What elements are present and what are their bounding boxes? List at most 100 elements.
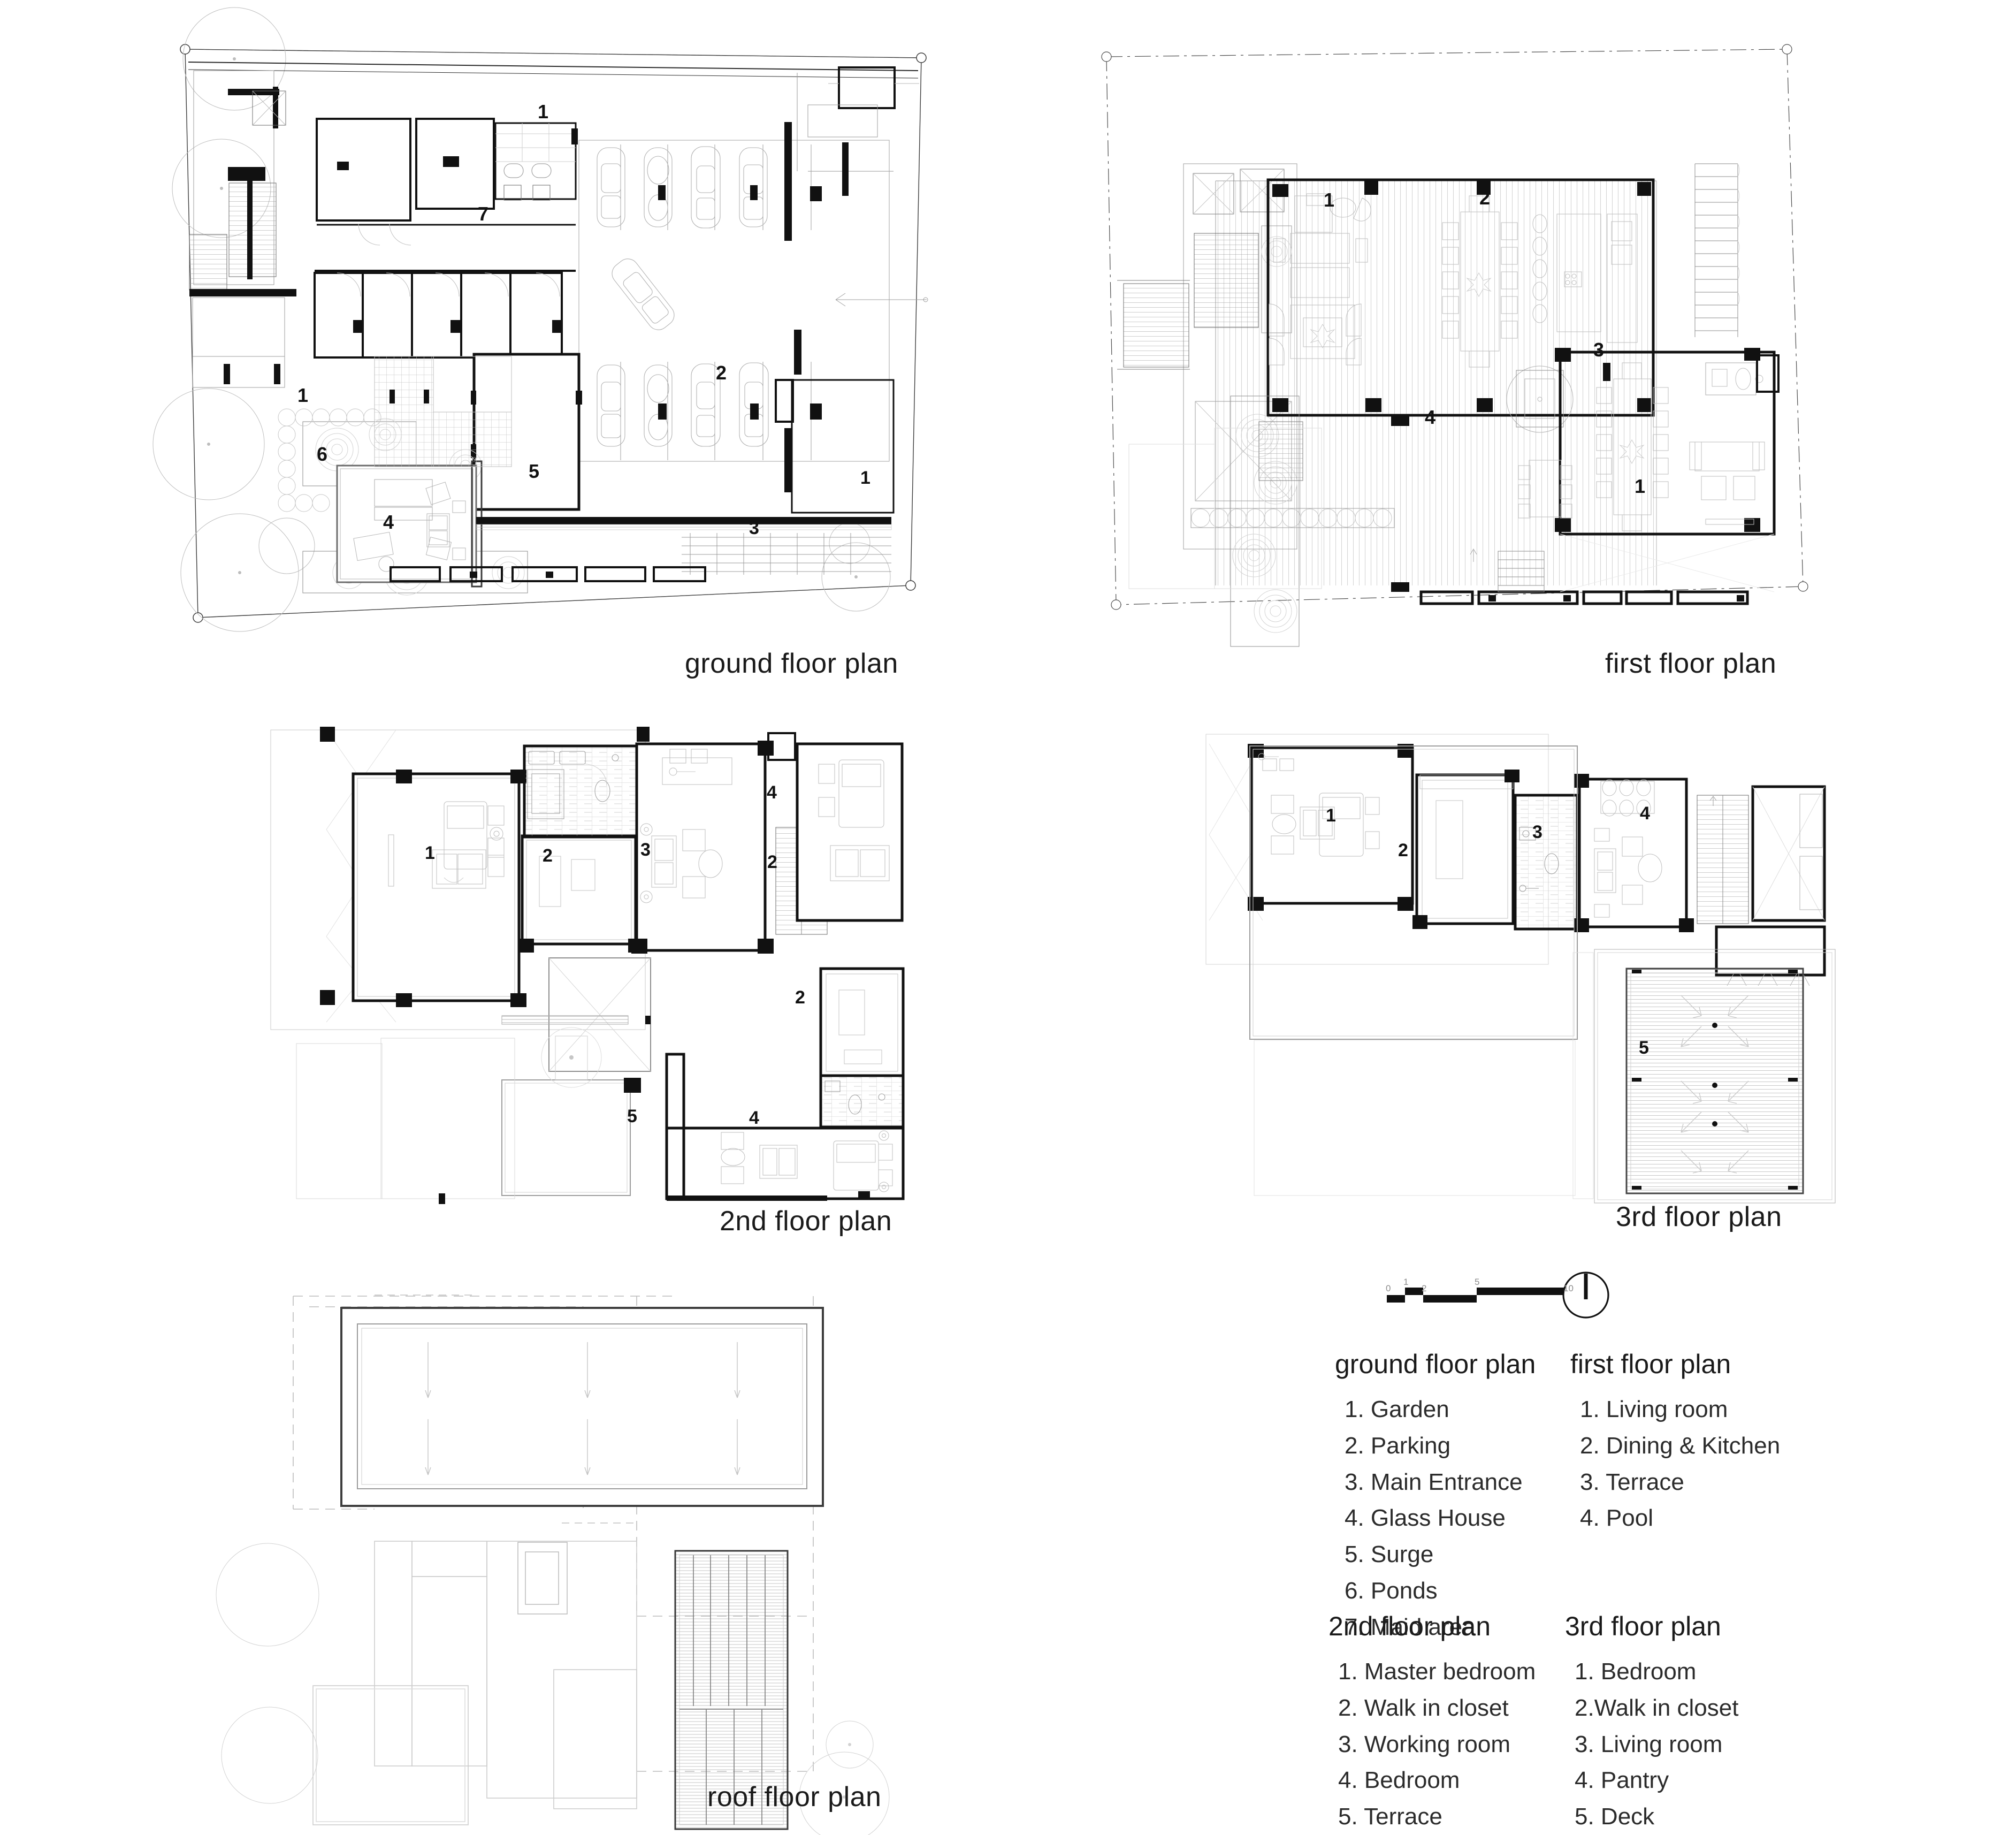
ff-bottom-beams <box>1419 590 1749 605</box>
site-boundary <box>180 44 927 623</box>
tf-right-lower-block <box>1715 925 1826 986</box>
room-number: 4 <box>383 511 394 533</box>
caption-first-floor: first floor plan <box>1605 648 1777 679</box>
room-number: 1 <box>1326 805 1336 826</box>
sf-bedroom-lower-right <box>665 1053 905 1200</box>
scale-tick-label: 2 <box>1422 1283 1427 1293</box>
tf-living-pantry <box>1574 774 1694 932</box>
legend-item: 4. Pool <box>1580 1505 1653 1532</box>
room-number: 1 <box>1635 475 1646 497</box>
legend-item: 2. Walk in closet <box>1338 1694 1509 1721</box>
sf-bathroom-right <box>819 1074 905 1129</box>
ff-terrace-fixture <box>1506 366 1574 433</box>
legend-item: 3. Working room <box>1338 1731 1510 1757</box>
rf-skylight <box>517 1542 568 1615</box>
ff-pool <box>1230 395 1409 647</box>
legend-item: 6. Ponds <box>1345 1577 1438 1604</box>
legend-list-first: 1. Living room 2. Dining & Kitchen 3. Te… <box>1570 1391 1780 1536</box>
legend-item: 5. Surge <box>1345 1541 1434 1567</box>
ff-ghost-below <box>1128 428 1775 592</box>
sf-bathroom <box>523 744 640 839</box>
room-number: 4 <box>749 1108 759 1128</box>
sf-working-room <box>631 741 774 954</box>
tf-bedroom <box>1248 744 1414 911</box>
sf-void-lightwell <box>548 957 651 1072</box>
gf-service-wing <box>189 70 296 388</box>
room-number: 7 <box>478 203 489 225</box>
legend-item: 7. Maid area <box>1345 1613 1476 1640</box>
tf-walkin-closet <box>1412 770 1519 929</box>
ff-planter-strip <box>1190 508 1395 528</box>
room-number: 2 <box>767 852 777 872</box>
legend-item: 3. Terrace <box>1580 1468 1684 1495</box>
tf-right-block <box>1751 785 1826 922</box>
room-number: 3 <box>749 518 759 538</box>
legend-list-second: 1. Master bedroom 2. Walk in closet 3. W… <box>1328 1654 1536 1835</box>
room-number: 5 <box>627 1106 637 1126</box>
legend-item: 1. Living room <box>1580 1396 1728 1422</box>
sf-walkin-closet <box>518 834 644 953</box>
legend-title: 2nd floor plan <box>1328 1611 1491 1641</box>
legend-item: 5. Deck <box>1575 1803 1655 1830</box>
ff-service-core <box>1117 163 1297 550</box>
legend-title: ground floor plan <box>1335 1349 1536 1379</box>
ff-terrace-stair <box>1694 163 1740 337</box>
ff-outdoor-dining <box>1518 460 1572 519</box>
room-number: 2 <box>716 362 727 384</box>
room-number: 4 <box>1425 406 1436 428</box>
legend-item: 1. Garden <box>1345 1396 1449 1422</box>
sf-terrace <box>501 1078 641 1196</box>
room-number: 3 <box>640 840 651 860</box>
room-number: 4 <box>767 782 777 803</box>
legend-title: first floor plan <box>1570 1349 1731 1379</box>
room-number: 2 <box>795 987 805 1008</box>
plan-second-floor <box>262 722 936 1204</box>
legend-item: 2. Dining & Kitchen <box>1580 1432 1781 1459</box>
scale-tick-label: 0 <box>1386 1283 1391 1293</box>
sf-closet-right <box>819 967 905 1077</box>
room-number: 3 <box>1532 822 1542 842</box>
rf-lower-roofs <box>312 1541 637 1825</box>
plan-roof-floor <box>216 1274 920 1835</box>
sf-ghost-below <box>296 1027 602 1199</box>
legend-column-second: 2nd floor plan 1. Master bedroom 2. Walk… <box>1328 1611 1536 1835</box>
gf-right-garden <box>775 66 919 514</box>
ff-lower-pavilion <box>1555 348 1780 536</box>
room-number: 5 <box>1639 1038 1649 1058</box>
tf-bathroom <box>1514 794 1579 931</box>
tf-slab-edges <box>1249 745 1578 1040</box>
gf-parking <box>578 140 928 462</box>
scale-bar-bars <box>1387 1288 1566 1303</box>
sf-master-bedroom <box>352 770 526 1007</box>
tree-symbols <box>152 7 891 632</box>
gf-maid-area <box>314 118 578 359</box>
caption-third-floor: 3rd floor plan <box>1616 1201 1782 1232</box>
room-number: 1 <box>538 101 549 123</box>
scale-tick-label: 1 <box>1403 1277 1409 1287</box>
north-arrow <box>1562 1271 1609 1319</box>
legend-item: 1. Master bedroom <box>1338 1658 1536 1685</box>
ff-site-boundary <box>1101 44 1808 610</box>
room-number: 1 <box>297 384 309 406</box>
legend-item: 2.Walk in closet <box>1575 1694 1739 1721</box>
rf-deck-panel <box>674 1550 789 1830</box>
gf-main-entrance <box>390 517 892 582</box>
plan-first-floor <box>1091 37 1851 648</box>
room-number: 1 <box>1324 189 1335 211</box>
legend-item: 4. Glass House <box>1345 1505 1506 1532</box>
rf-tree-symbols <box>216 1543 890 1835</box>
caption-second-floor: 2nd floor plan <box>720 1206 892 1237</box>
legend-title: 3rd floor plan <box>1565 1611 1721 1641</box>
legend-item: 1. Bedroom <box>1575 1658 1697 1685</box>
sf-bedroom-upper-right <box>796 742 904 922</box>
scale-tick-label: 10 <box>1563 1283 1574 1293</box>
tf-stair <box>1697 795 1749 924</box>
room-number: 2 <box>543 846 553 866</box>
tf-deck <box>1594 949 1836 1204</box>
legend-item: 4. Pantry <box>1575 1767 1669 1794</box>
legend-item: 3. Living room <box>1575 1731 1723 1757</box>
room-number: 2 <box>1479 187 1491 209</box>
legend-column-first: first floor plan 1. Living room 2. Dinin… <box>1570 1349 1780 1536</box>
sf-columns <box>320 727 650 1005</box>
